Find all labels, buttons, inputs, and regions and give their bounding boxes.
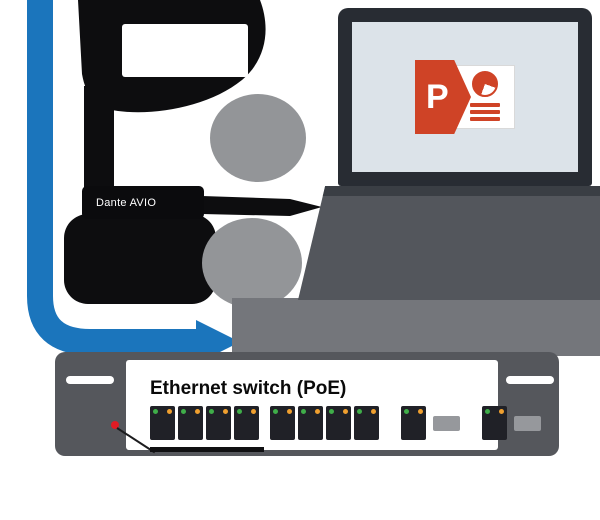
usb-cable-to-laptop — [202, 196, 322, 216]
device-body-lower — [64, 214, 216, 304]
rj45-port — [270, 406, 295, 440]
laptop-base — [298, 186, 600, 300]
rj45-uplink-port — [482, 406, 507, 440]
slide-text-line — [470, 116, 500, 121]
rj45-uplink-port — [401, 406, 426, 440]
switch-vent-left — [66, 376, 114, 384]
desk-shadow — [232, 298, 600, 356]
laptop-display: P — [352, 22, 578, 172]
rj45-port — [178, 406, 203, 440]
slide-text-line — [470, 102, 500, 107]
adapter-label: Dante AVIO — [96, 196, 157, 209]
rj45-port — [326, 406, 351, 440]
rj45-port — [354, 406, 379, 440]
rj45-port — [298, 406, 323, 440]
power-led — [111, 421, 119, 429]
switch-port-row — [150, 406, 541, 440]
pie-chart-icon — [472, 71, 498, 97]
slide-text-line — [470, 109, 500, 114]
rj45-port — [234, 406, 259, 440]
cable-coil-top — [210, 94, 306, 182]
sfp-slot — [514, 416, 541, 431]
switch-vent-right — [506, 376, 554, 384]
laptop-hinge — [298, 186, 600, 196]
powerpoint-icon: P — [415, 60, 515, 134]
rj45-port — [150, 406, 175, 440]
rj45-port — [206, 406, 231, 440]
switch-label: Ethernet switch (PoE) — [150, 378, 347, 399]
audio-device-cable — [84, 86, 114, 190]
blue-ethernet-cable — [27, 0, 198, 355]
cable-coil-bottom — [202, 218, 302, 308]
sfp-slot — [433, 416, 460, 431]
port-underline-bar — [150, 447, 264, 452]
powerpoint-letter: P — [426, 78, 449, 116]
laptop-screen: P — [338, 8, 592, 186]
dante-avio-adapter: Dante AVIO — [82, 186, 204, 219]
device-label-area — [122, 24, 248, 77]
